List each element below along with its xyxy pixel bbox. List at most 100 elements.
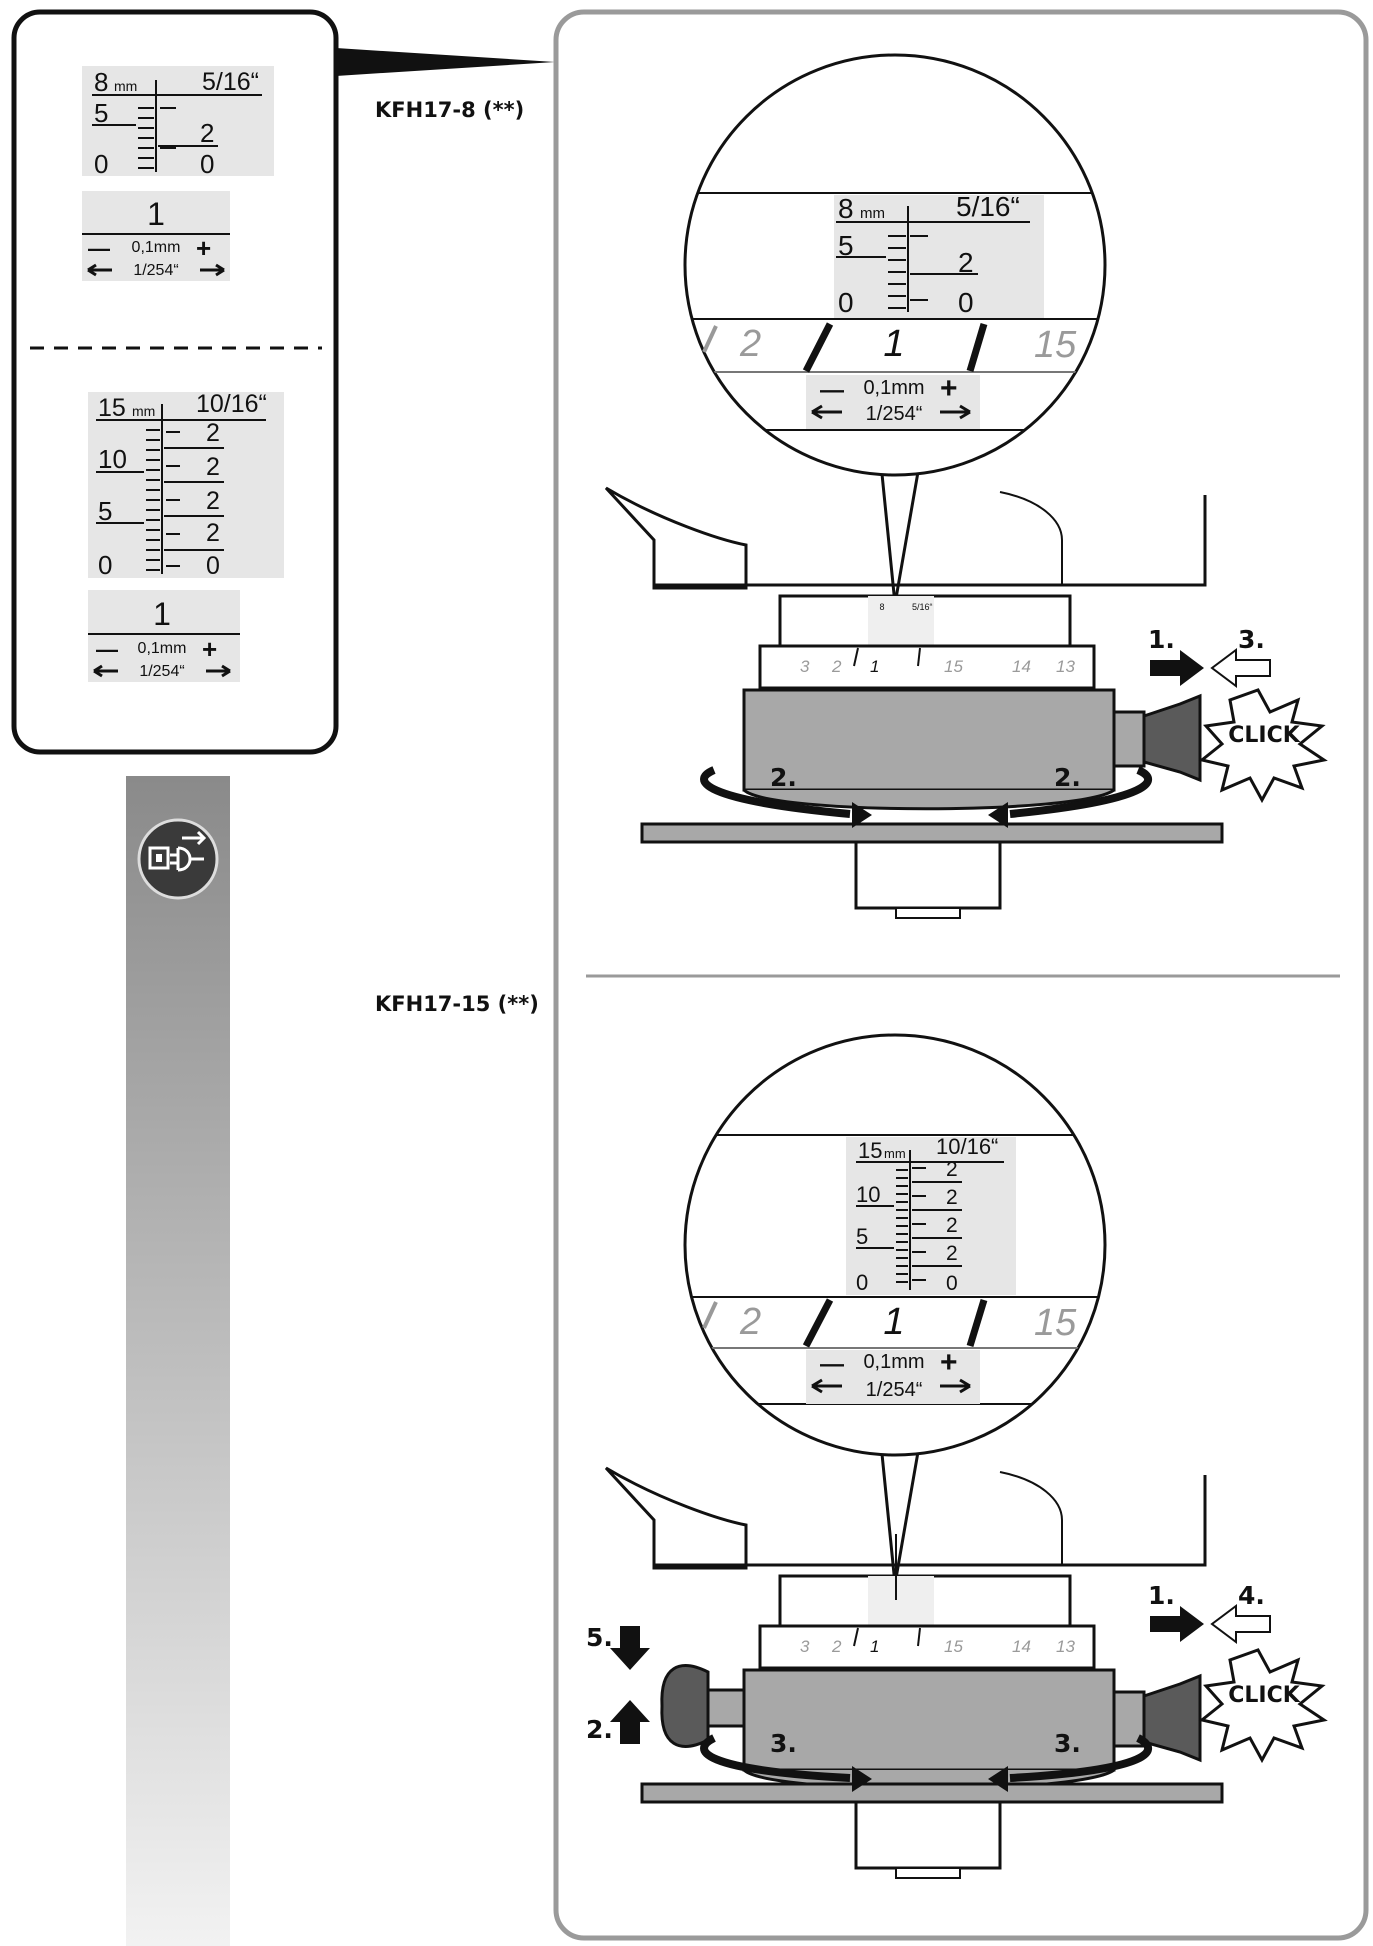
magnified-dial-ring-15: 2 1 15 — 0,1mm + 1/254“ bbox=[702, 1298, 1077, 1401]
click-label: CLICK bbox=[1228, 723, 1300, 748]
click-burst-icon bbox=[1198, 688, 1328, 804]
scale-15mm-inch-c: 2 bbox=[206, 487, 220, 515]
ring-top-right: 15 bbox=[1034, 324, 1077, 366]
svg-text:2: 2 bbox=[831, 1637, 842, 1656]
sidebar-strip bbox=[126, 776, 230, 1946]
arrow-right-icon bbox=[940, 1378, 971, 1394]
mag8-unit: mm bbox=[860, 205, 885, 222]
scale-15mm-bg bbox=[88, 392, 284, 578]
step-release-label: 3. bbox=[1238, 625, 1265, 654]
scale-8mm-unit: mm bbox=[114, 78, 137, 94]
ring-bottom-metric: 0,1mm bbox=[863, 1351, 924, 1373]
push-arrow-icon bbox=[1150, 650, 1204, 686]
dial-key-bottom-minus: — bbox=[96, 637, 118, 662]
scale-15mm: 15 mm 10/16“ 10 5 bbox=[88, 390, 284, 580]
svg-text:3: 3 bbox=[800, 657, 810, 676]
scale-8mm-inch-0: 0 bbox=[200, 149, 214, 179]
dial-key-bottom: 1 — 0,1mm + 1/254“ bbox=[88, 590, 240, 682]
arrow-right-icon bbox=[200, 263, 225, 277]
unplug-icon bbox=[137, 818, 219, 900]
scale-15mm-inch: 10/16“ bbox=[196, 390, 267, 418]
arrow-right-icon bbox=[206, 664, 231, 678]
scale-15mm-label-10: 10 bbox=[98, 444, 127, 474]
step-rotate-right: 3. bbox=[1054, 1729, 1081, 1758]
scale-8mm-bg bbox=[82, 66, 274, 176]
rotate-arrow-right-icon bbox=[1009, 766, 1152, 818]
svg-text:13: 13 bbox=[1056, 1637, 1075, 1656]
scale-15mm-inch-0: 0 bbox=[206, 552, 220, 580]
scale-inset: 8 mm 5/16“ 5 0 2 0 1 — 0,1mm bbox=[11, 9, 555, 755]
magnified-view bbox=[685, 1134, 1105, 1405]
scale-15mm-ticks bbox=[96, 429, 224, 571]
mini-ring-top: 3 2 1 15 14 13 8 5/16“ bbox=[800, 602, 1075, 676]
step-lock-label: 5. bbox=[586, 1623, 613, 1652]
router-body-top bbox=[604, 486, 1224, 919]
mag15-left-10: 10 bbox=[856, 1182, 880, 1207]
svg-text:14: 14 bbox=[1012, 1637, 1031, 1656]
mag15-left-0: 0 bbox=[856, 1270, 868, 1295]
ring-top-center: 1 bbox=[883, 323, 904, 365]
ring-bottom-imperial: 1/254“ bbox=[866, 1379, 923, 1401]
scale-8mm-label-5: 5 bbox=[94, 98, 108, 128]
model-label-kfh17-15: KFH17-15 (**) bbox=[375, 992, 539, 1016]
step-rotate-right: 2. bbox=[1054, 763, 1081, 792]
router-body-bottom bbox=[604, 1466, 1224, 1879]
mag8-inch: 5/16“ bbox=[956, 191, 1020, 222]
down-arrow-icon bbox=[610, 1626, 650, 1670]
mag8-max: 8 bbox=[838, 193, 854, 224]
dial-key-top-metric: 0,1mm bbox=[132, 239, 181, 256]
scale-15mm-inch-d: 2 bbox=[206, 519, 220, 547]
inset-pointer bbox=[336, 48, 555, 76]
mag15-inch: 10/16“ bbox=[936, 1134, 998, 1159]
click-label: CLICK bbox=[1228, 1683, 1300, 1708]
step-rotate-left: 3. bbox=[770, 1729, 797, 1758]
step-release-label: 4. bbox=[1238, 1581, 1265, 1610]
mag15-right-a: 2 bbox=[946, 1158, 958, 1181]
diagram-kfh17-8: 8 mm 5/16“ 5 0 2 0 2 1 15 — bbox=[604, 53, 1328, 919]
mag8-right-0: 0 bbox=[958, 287, 974, 318]
svg-text:13: 13 bbox=[1056, 657, 1075, 676]
ring-top-plus: + bbox=[940, 372, 958, 405]
mag15-right-0: 0 bbox=[946, 1272, 958, 1295]
dial-key-top-bg bbox=[82, 191, 230, 281]
svg-text:8: 8 bbox=[879, 602, 884, 612]
ring-bottom-left: 2 bbox=[739, 1301, 761, 1343]
diagram-kfh17-15: 15 mm 10/16“ 10 5 bbox=[586, 1033, 1328, 1879]
ring-bottom-center: 1 bbox=[883, 1301, 904, 1343]
arrow-right-icon bbox=[940, 404, 971, 420]
step-push-label: 1. bbox=[1148, 1581, 1175, 1610]
dial-key-bottom-metric: 0,1mm bbox=[138, 640, 187, 657]
ring-bottom-right: 15 bbox=[1034, 1302, 1077, 1344]
magnified-scale: 8 mm 5/16“ 5 0 2 0 bbox=[836, 191, 1030, 318]
scale-8mm-max: 8 bbox=[94, 67, 108, 97]
svg-text:1: 1 bbox=[870, 657, 879, 676]
scale-15mm-unit: mm bbox=[132, 403, 155, 419]
mag15-max: 15 bbox=[858, 1138, 882, 1163]
mag15-right-b: 2 bbox=[946, 1186, 958, 1209]
step-unlock-label: 2. bbox=[586, 1715, 613, 1744]
step-rotate-left: 2. bbox=[770, 763, 797, 792]
mag8-right-2: 2 bbox=[958, 247, 974, 278]
scale-8mm-inch: 5/16“ bbox=[202, 68, 259, 96]
dial-key-bottom-bg bbox=[88, 590, 240, 682]
mini-ring-bottom: 3 2 1 15 14 13 bbox=[800, 1534, 1075, 1656]
arrow-left-icon bbox=[93, 664, 118, 678]
mag15-right-d: 2 bbox=[946, 1242, 958, 1265]
arrow-left-icon bbox=[811, 404, 842, 420]
rotate-arrow-left-icon bbox=[700, 766, 851, 818]
click-burst-icon bbox=[1198, 1648, 1328, 1764]
mag15-right-c: 2 bbox=[946, 1214, 958, 1237]
scale-15mm-max: 15 bbox=[98, 394, 126, 422]
dial-key-top: 1 — 0,1mm + 1/254“ bbox=[82, 191, 230, 281]
ring-top-metric: 0,1mm bbox=[863, 377, 924, 399]
clamp-knob-icon bbox=[660, 1664, 710, 1748]
magnified-scale-15: 15 mm 10/16“ 10 5 bbox=[856, 1134, 1004, 1295]
scale-8mm: 8 mm 5/16“ 5 0 2 0 bbox=[82, 66, 274, 179]
svg-text:15: 15 bbox=[944, 657, 963, 676]
mag15-unit: mm bbox=[884, 1146, 906, 1161]
release-arrow-icon bbox=[1210, 1604, 1271, 1644]
dial-key-top-imperial: 1/254“ bbox=[133, 262, 178, 279]
ring-top-imperial: 1/254“ bbox=[866, 403, 923, 425]
svg-text:3: 3 bbox=[800, 1637, 810, 1656]
scale-8mm-label-0: 0 bbox=[94, 149, 108, 179]
